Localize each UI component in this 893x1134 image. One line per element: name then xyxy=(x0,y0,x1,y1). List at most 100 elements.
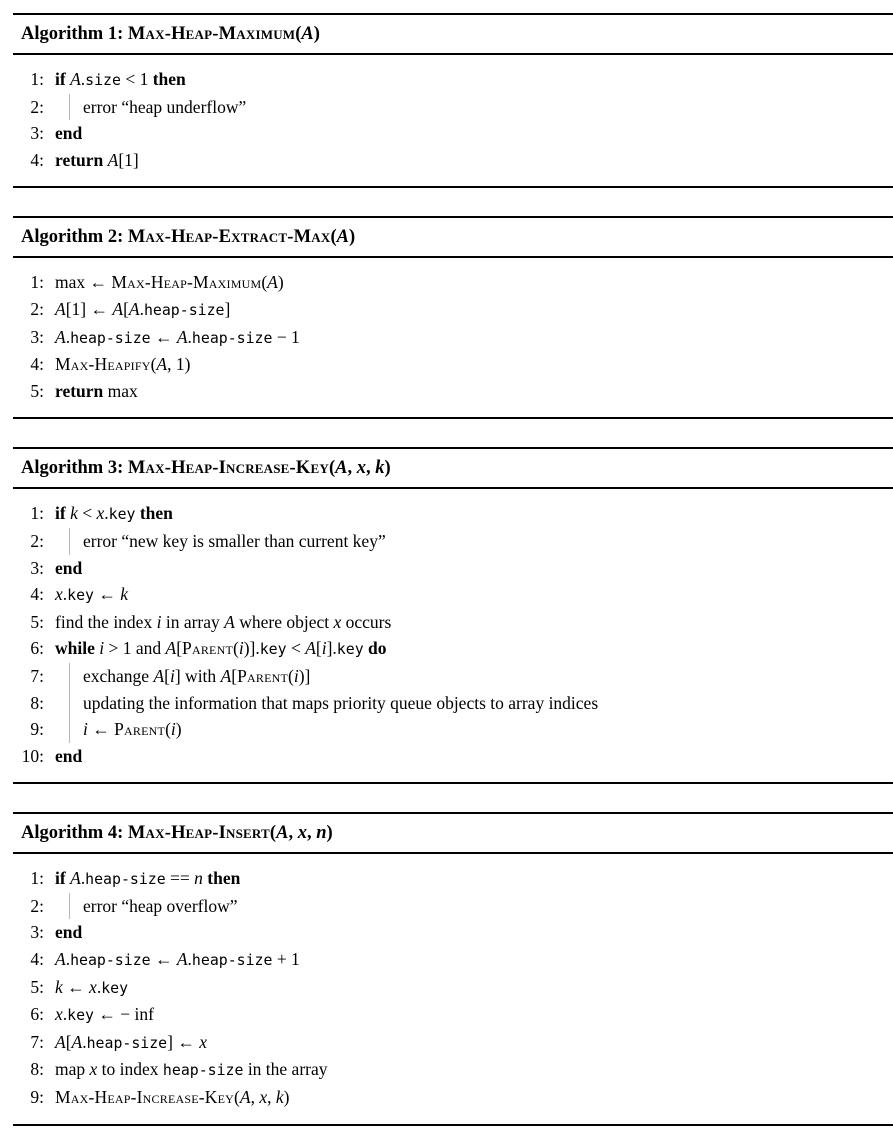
line-statement: find the index i in array A where object… xyxy=(55,609,893,636)
line-statement: x.key ← k xyxy=(55,581,893,609)
text-segment-plain: exchange xyxy=(83,665,154,686)
line-number: 8: xyxy=(30,1059,44,1080)
algorithm-header: Algorithm 1: Max-Heap-Maximum(A) xyxy=(13,15,893,55)
code-line: 8: map x to index heap-size in the array xyxy=(20,1056,893,1084)
text-segment-plain: ] with xyxy=(174,665,221,686)
code-line: 2:error “new key is smaller than current… xyxy=(20,527,893,555)
line-number: 10: xyxy=(21,745,44,766)
line-number: 1: xyxy=(30,868,44,889)
text-segment-plain: . xyxy=(62,1004,68,1025)
line-statement: Max-Heapify(A, 1) xyxy=(55,351,893,378)
code-line: 3:end xyxy=(20,555,893,582)
text-segment-var: A xyxy=(153,665,165,686)
text-segment-plain: ) xyxy=(348,227,356,248)
text-segment-plain: . xyxy=(82,1031,87,1052)
line-number: 3: xyxy=(30,123,44,144)
line-number: 3: xyxy=(30,557,44,578)
line-number: 2: xyxy=(30,530,44,551)
text-segment-kw: then xyxy=(135,503,173,524)
text-segment-plain: ]. xyxy=(326,638,337,659)
text-segment-sc: Max-Heap-Insert xyxy=(127,823,270,844)
text-segment-kw: end xyxy=(55,745,83,766)
text-segment-var: A xyxy=(55,1031,66,1052)
text-segment-kw: then xyxy=(152,69,186,89)
text-segment-var: i xyxy=(238,638,244,659)
algorithm-box-1: Algorithm 1: Max-Heap-Maximum(A) 1:if A.… xyxy=(13,13,893,189)
text-segment-plain: )]. xyxy=(243,638,260,659)
text-segment-var: x xyxy=(333,611,342,632)
text-segment-plain: ← − inf xyxy=(94,1004,154,1025)
text-segment-tt: key xyxy=(67,586,94,605)
code-line: 5:k ← x.key xyxy=(20,974,893,1002)
text-segment-tt: heap-size xyxy=(86,1033,168,1052)
text-segment-kw: while xyxy=(55,638,100,659)
line-number: 5: xyxy=(30,976,44,997)
text-segment-plain: to index xyxy=(97,1059,163,1080)
code-line: 1:if A.heap-size == n then xyxy=(20,865,893,893)
text-segment-sc: Max-Heap-Extract-Max xyxy=(127,227,331,248)
line-statement: A[1] ← A[A.heap-size] xyxy=(55,296,893,324)
code-line: 5: return max xyxy=(20,378,893,405)
text-segment-plain: )] xyxy=(298,665,311,686)
text-segment-tt: heap-size xyxy=(70,951,151,970)
line-number: 8: xyxy=(30,692,44,713)
text-segment-sc: Max-Heap-Maximum xyxy=(111,272,262,293)
text-segment-plain: ( xyxy=(330,227,337,248)
text-segment-plain: find the index xyxy=(55,611,157,632)
text-segment-var: A xyxy=(301,24,314,44)
text-segment-plain: [ xyxy=(315,638,322,659)
text-segment-plain: . xyxy=(187,326,192,347)
text-segment-plain: Algorithm 3: xyxy=(21,458,128,479)
text-segment-var: A xyxy=(224,611,235,632)
line-statement: return A[1] xyxy=(55,147,893,174)
code-line: 7:A[A.heap-size] ← x xyxy=(20,1029,893,1057)
text-segment-plain: ) xyxy=(277,272,284,293)
line-statement: map x to index heap-size in the array xyxy=(55,1056,893,1084)
text-segment-tt: key xyxy=(336,640,364,659)
text-segment-tt: key xyxy=(108,505,136,524)
line-number: 4: xyxy=(30,949,44,970)
indent-block: i ← Parent(i) xyxy=(69,716,182,743)
text-segment-tt: heap-size xyxy=(162,1061,244,1080)
text-segment-plain: < xyxy=(286,638,306,659)
text-segment-plain: ← xyxy=(87,719,115,740)
line-number: 5: xyxy=(30,380,44,401)
line-number: 1: xyxy=(30,69,44,89)
text-segment-tt: key xyxy=(67,1006,94,1025)
line-statement: A[A.heap-size] ← x xyxy=(55,1029,893,1057)
text-segment-var: x xyxy=(55,584,63,605)
line-number: 7: xyxy=(30,665,44,686)
text-segment-plain: [ xyxy=(123,298,129,319)
line-statement: end xyxy=(55,919,893,946)
text-segment-plain: ( xyxy=(269,823,277,844)
line-statement: while i > 1 and A[Parent(i)].key < A[i].… xyxy=(55,635,893,663)
indent-block: updating the information that maps prior… xyxy=(69,689,599,717)
line-number: 6: xyxy=(30,638,44,659)
text-segment-kw: if xyxy=(55,69,71,89)
line-number: 3: xyxy=(30,326,44,347)
text-segment-plain: Algorithm 2: xyxy=(21,227,128,248)
text-segment-kw: return xyxy=(55,149,108,170)
line-number: 3: xyxy=(30,922,44,943)
text-segment-plain: , xyxy=(250,1087,260,1108)
text-segment-sc: Parent xyxy=(114,719,166,740)
text-segment-var: k xyxy=(70,503,78,524)
text-segment-plain: [ xyxy=(65,1031,72,1052)
line-statement: return max xyxy=(55,378,893,405)
text-segment-plain: updating the information that maps prior… xyxy=(83,692,599,713)
algorithm-header: Algorithm 4: Max-Heap-Insert(A, x, n) xyxy=(13,814,893,855)
text-segment-plain: ) xyxy=(175,719,182,740)
text-segment-var: A xyxy=(156,354,168,375)
text-segment-var: x xyxy=(89,1059,98,1080)
text-segment-plain: < xyxy=(77,503,97,524)
text-segment-plain: ( xyxy=(232,638,239,659)
algorithm-header: Algorithm 2: Max-Heap-Extract-Max(A) xyxy=(13,218,893,259)
text-segment-var: A xyxy=(107,149,119,170)
text-segment-plain: , xyxy=(347,458,357,479)
text-segment-var: A xyxy=(336,227,349,248)
code-line: 10: end xyxy=(20,743,893,770)
text-segment-var: A xyxy=(239,1087,251,1108)
text-segment-var: n xyxy=(316,823,327,844)
code-line: 2:error “heap underflow” xyxy=(20,93,893,121)
text-segment-plain: ( xyxy=(295,24,302,44)
